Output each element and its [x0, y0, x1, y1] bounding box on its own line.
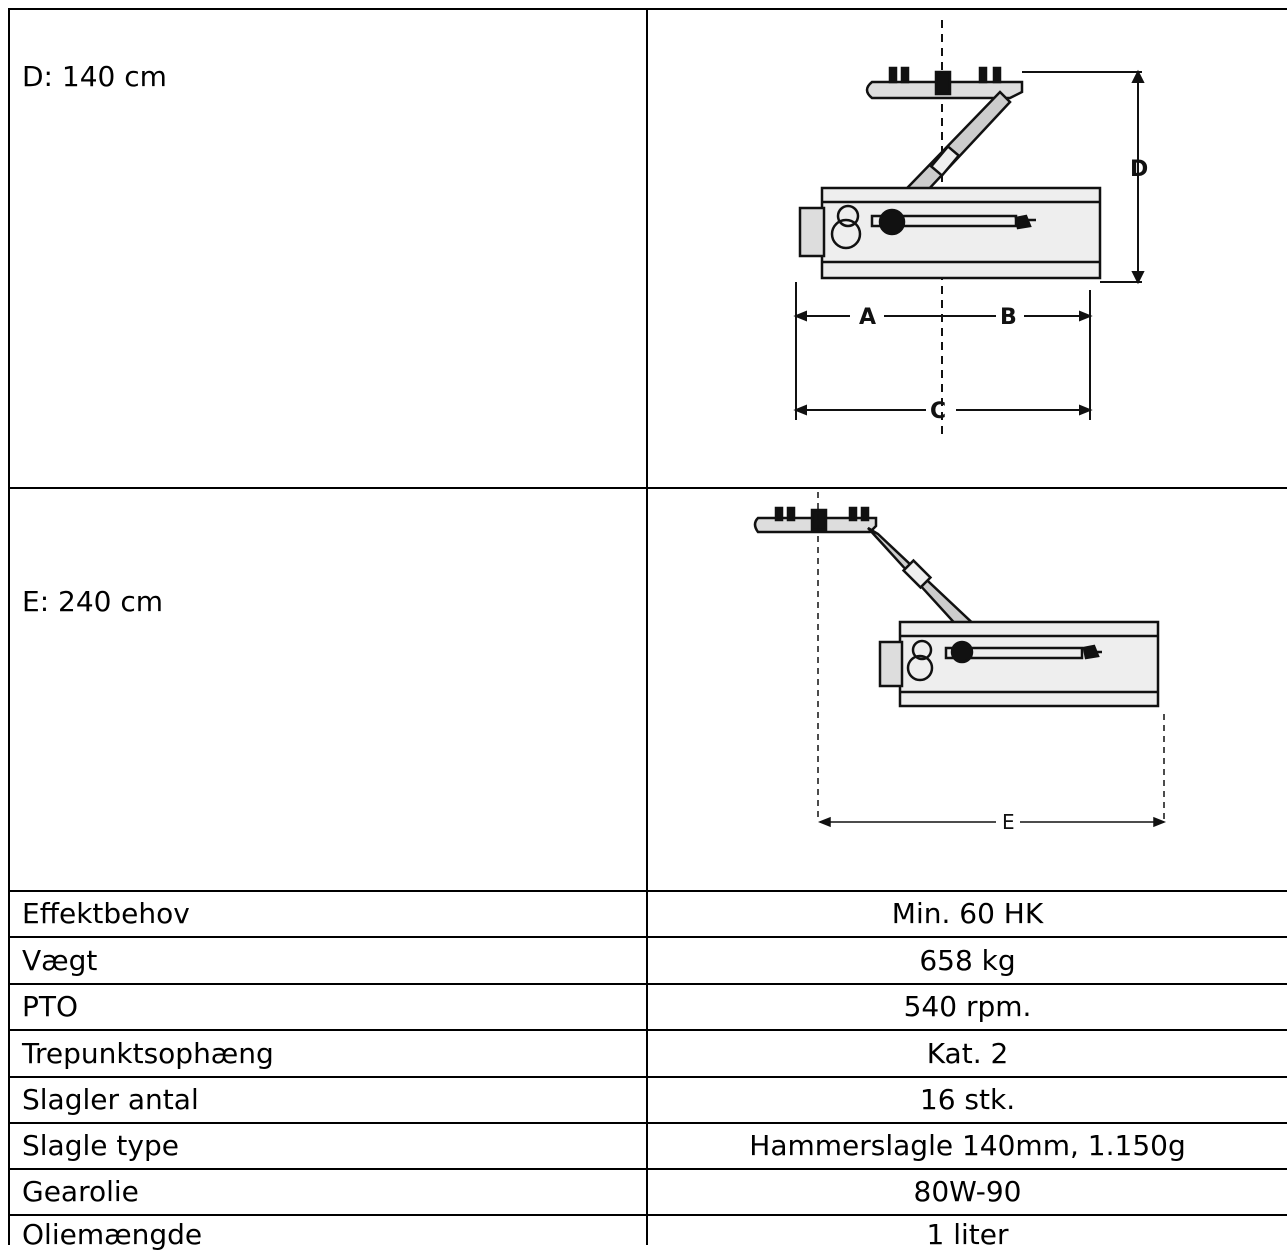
spec-label: Oliemængde	[22, 1218, 203, 1251]
dimension-d-label: D: 140 cm	[22, 60, 167, 93]
spec-label: Slagle type	[22, 1129, 179, 1162]
row-divider	[8, 1122, 1287, 1124]
spec-label: Gearolie	[22, 1175, 139, 1208]
dimension-e-marker: E	[1002, 810, 1015, 834]
row-divider	[8, 983, 1287, 985]
spec-value: 16 stk.	[919, 1083, 1016, 1116]
spec-value: Min. 60 HK	[891, 897, 1044, 930]
spec-label: Slagler antal	[22, 1083, 199, 1116]
row-divider	[8, 487, 1287, 489]
dimension-d-marker: D	[1130, 157, 1148, 182]
spec-value: 658 kg	[919, 944, 1016, 977]
row-divider	[8, 1029, 1287, 1031]
spec-label: PTO	[22, 990, 79, 1023]
row-divider	[8, 1168, 1287, 1170]
spec-value: 540 rpm.	[903, 990, 1032, 1023]
mower-top-view-diagram: D A B C	[793, 20, 1148, 440]
row-divider	[8, 1214, 1287, 1216]
mower-extended-view-diagram: E	[753, 492, 1167, 834]
spec-value: 80W-90	[913, 1175, 1022, 1208]
row-divider	[8, 936, 1287, 938]
spec-value: Hammerslagle 140mm, 1.150g	[749, 1129, 1186, 1162]
dimension-c-marker: C	[930, 399, 946, 424]
spec-label: Trepunktsophæng	[22, 1037, 274, 1070]
row-divider	[8, 890, 1287, 892]
row-divider	[8, 1076, 1287, 1078]
dimension-b-marker: B	[1000, 305, 1017, 330]
column-divider	[646, 8, 648, 1245]
spec-label: Effektbehov	[22, 897, 190, 930]
table-border-left	[8, 8, 10, 1245]
dimension-a-marker: A	[859, 305, 876, 330]
spec-label: Vægt	[22, 944, 98, 977]
spec-value: Kat. 2	[926, 1037, 1009, 1070]
dimension-e-label: E: 240 cm	[22, 585, 164, 618]
spec-value: 1 liter	[926, 1218, 1009, 1251]
